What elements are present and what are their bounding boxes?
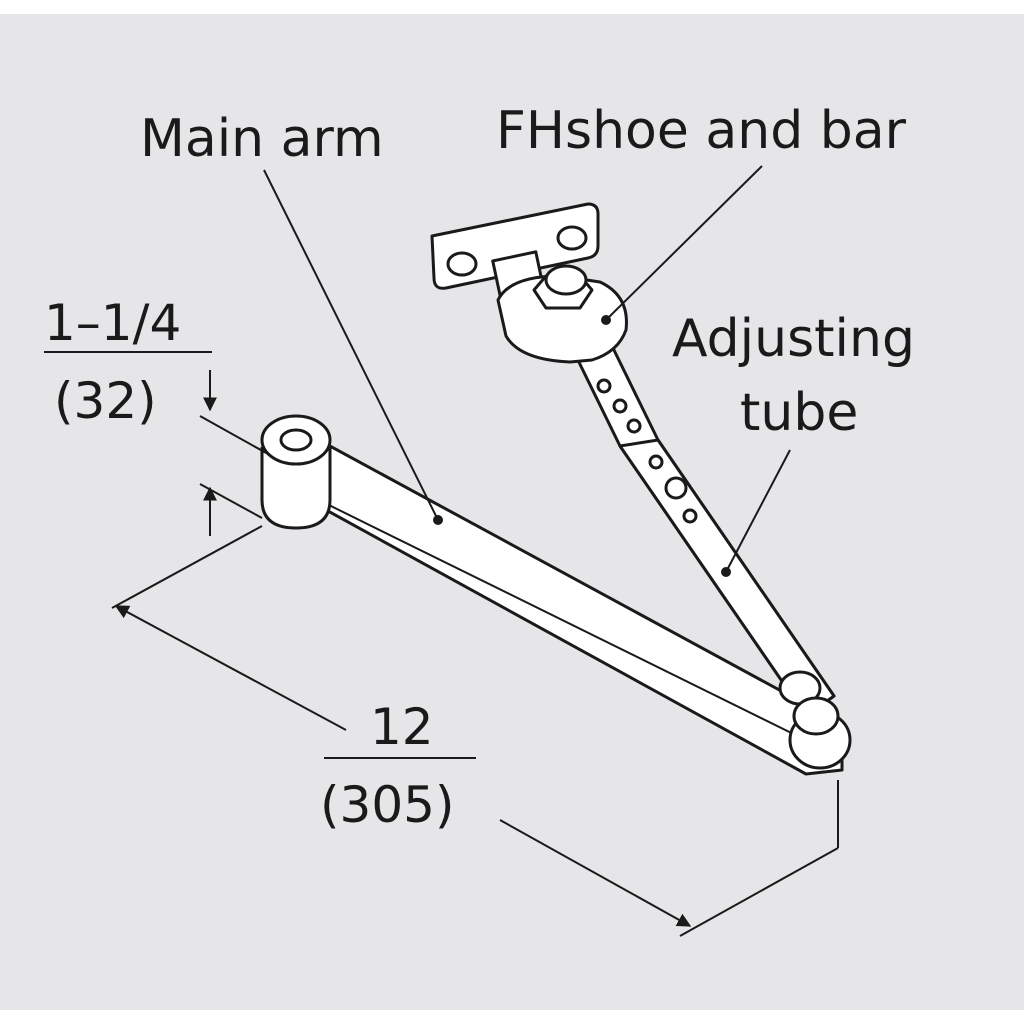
leader-adjusting-tube [725, 449, 791, 573]
main-arm [260, 414, 852, 776]
fh-shoe-and-bar [430, 202, 628, 364]
label-main-arm: Main arm [140, 109, 384, 169]
label-fh-shoe-and-bar: FHshoe and bar [496, 101, 907, 161]
background-panel [0, 14, 1024, 1010]
label-tube: tube [740, 383, 858, 443]
dim-length-inches: 12 [370, 698, 434, 756]
leader-fh-shoe [605, 165, 763, 321]
dim-length-mm: (305) [320, 776, 454, 834]
dim-height-inches: 1–1/4 [44, 294, 181, 352]
adjusting-tube [572, 344, 840, 736]
leader-main-arm [263, 169, 439, 521]
length-dimension [111, 525, 839, 937]
height-dimension [44, 351, 269, 536]
label-adjusting: Adjusting [672, 309, 915, 369]
dim-height-mm: (32) [54, 372, 157, 430]
